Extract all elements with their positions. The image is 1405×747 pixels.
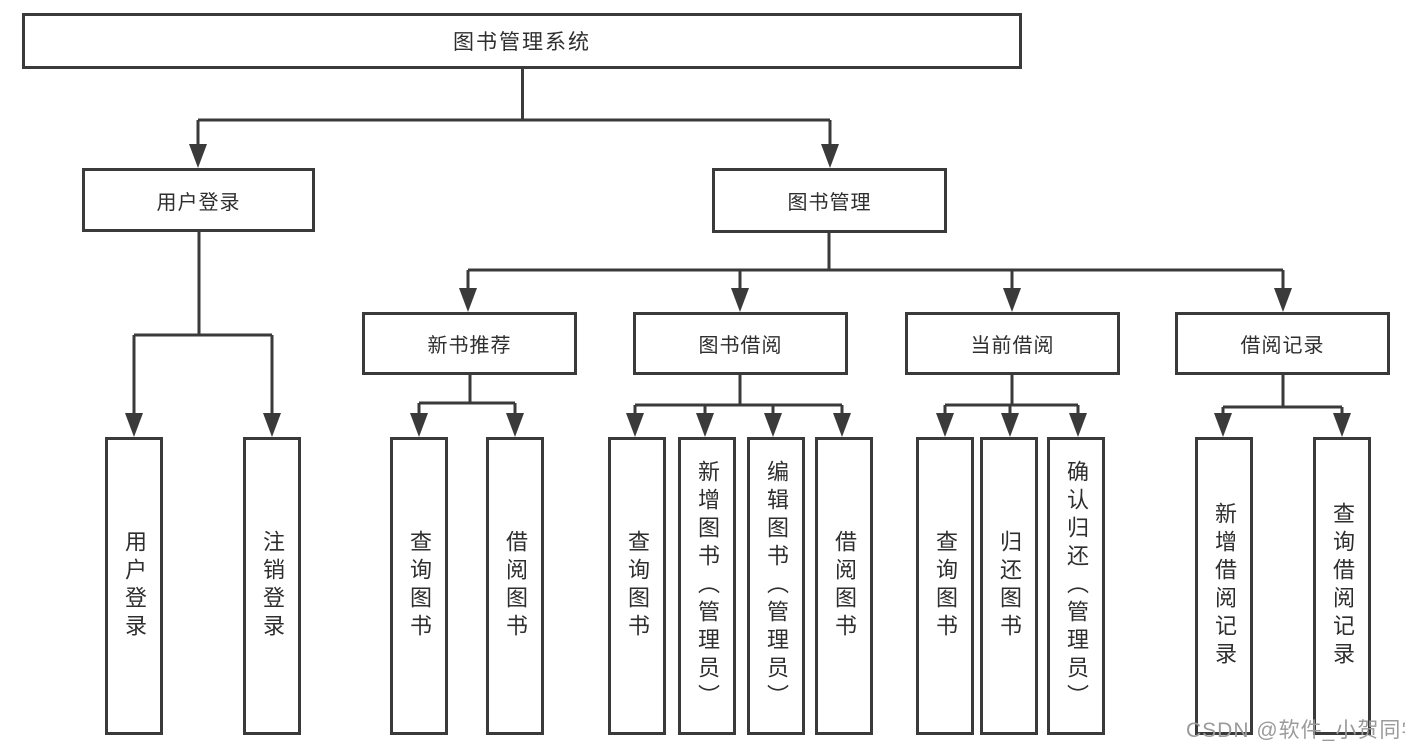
node-book-management-label: 图书管理 (787, 192, 872, 214)
leaf-query-books-current: 查询图书 (916, 437, 974, 735)
node-root: 图书管理系统 (22, 13, 1022, 69)
leaf-borrow-books-label: 借阅图书 (832, 530, 857, 642)
leaf-borrow-books-recommend: 借阅图书 (486, 437, 544, 735)
leaf-confirm-return-admin-label: 确认归还（管理员） (1064, 460, 1089, 712)
node-book-management: 图书管理 (712, 168, 947, 233)
leaf-borrow-books-recommend-label: 借阅图书 (503, 530, 528, 642)
leaf-edit-books-admin: 编辑图书（管理员） (747, 437, 805, 735)
leaf-borrow-books: 借阅图书 (815, 437, 873, 735)
leaf-query-borrow-record-label: 查询借阅记录 (1330, 502, 1355, 670)
csdn-watermark: CSDN @软件_小贺同学 (1186, 719, 1405, 742)
leaf-query-books-recommend: 查询图书 (390, 437, 448, 735)
leaf-query-books-borrowing: 查询图书 (608, 437, 666, 735)
leaf-add-borrow-record-label: 新增借阅记录 (1212, 502, 1237, 670)
leaf-user-login-label: 用户登录 (122, 530, 147, 642)
node-book-borrowing-label: 图书借阅 (698, 335, 783, 357)
node-user-login: 用户登录 (82, 168, 315, 232)
node-borrowing-records-label: 借阅记录 (1240, 335, 1325, 357)
leaf-return-books: 归还图书 (980, 437, 1038, 735)
leaf-confirm-return-admin: 确认归还（管理员） (1047, 437, 1105, 735)
leaf-user-login: 用户登录 (105, 437, 163, 735)
leaf-logout: 注销登录 (243, 437, 301, 735)
node-book-borrowing: 图书借阅 (633, 312, 848, 375)
leaf-query-books-current-label: 查询图书 (933, 530, 958, 642)
leaf-return-books-label: 归还图书 (997, 530, 1022, 642)
leaf-add-books-admin: 新增图书（管理员） (678, 437, 736, 735)
node-current-borrowing: 当前借阅 (905, 312, 1120, 375)
leaf-logout-label: 注销登录 (260, 530, 285, 642)
node-current-borrowing-label: 当前借阅 (970, 335, 1055, 357)
leaf-query-books-recommend-label: 查询图书 (407, 530, 432, 642)
leaf-add-books-admin-label: 新增图书（管理员） (695, 460, 720, 712)
leaf-query-books-borrowing-label: 查询图书 (625, 530, 650, 642)
node-new-book-recommend: 新书推荐 (362, 312, 577, 375)
node-user-login-label: 用户登录 (156, 191, 241, 214)
leaf-query-borrow-record: 查询借阅记录 (1313, 437, 1371, 735)
leaf-edit-books-admin-label: 编辑图书（管理员） (764, 460, 789, 712)
node-borrowing-records: 借阅记录 (1175, 312, 1390, 375)
node-root-label: 图书管理系统 (453, 31, 591, 54)
node-new-book-recommend-label: 新书推荐 (427, 335, 512, 357)
leaf-add-borrow-record: 新增借阅记录 (1195, 437, 1253, 735)
